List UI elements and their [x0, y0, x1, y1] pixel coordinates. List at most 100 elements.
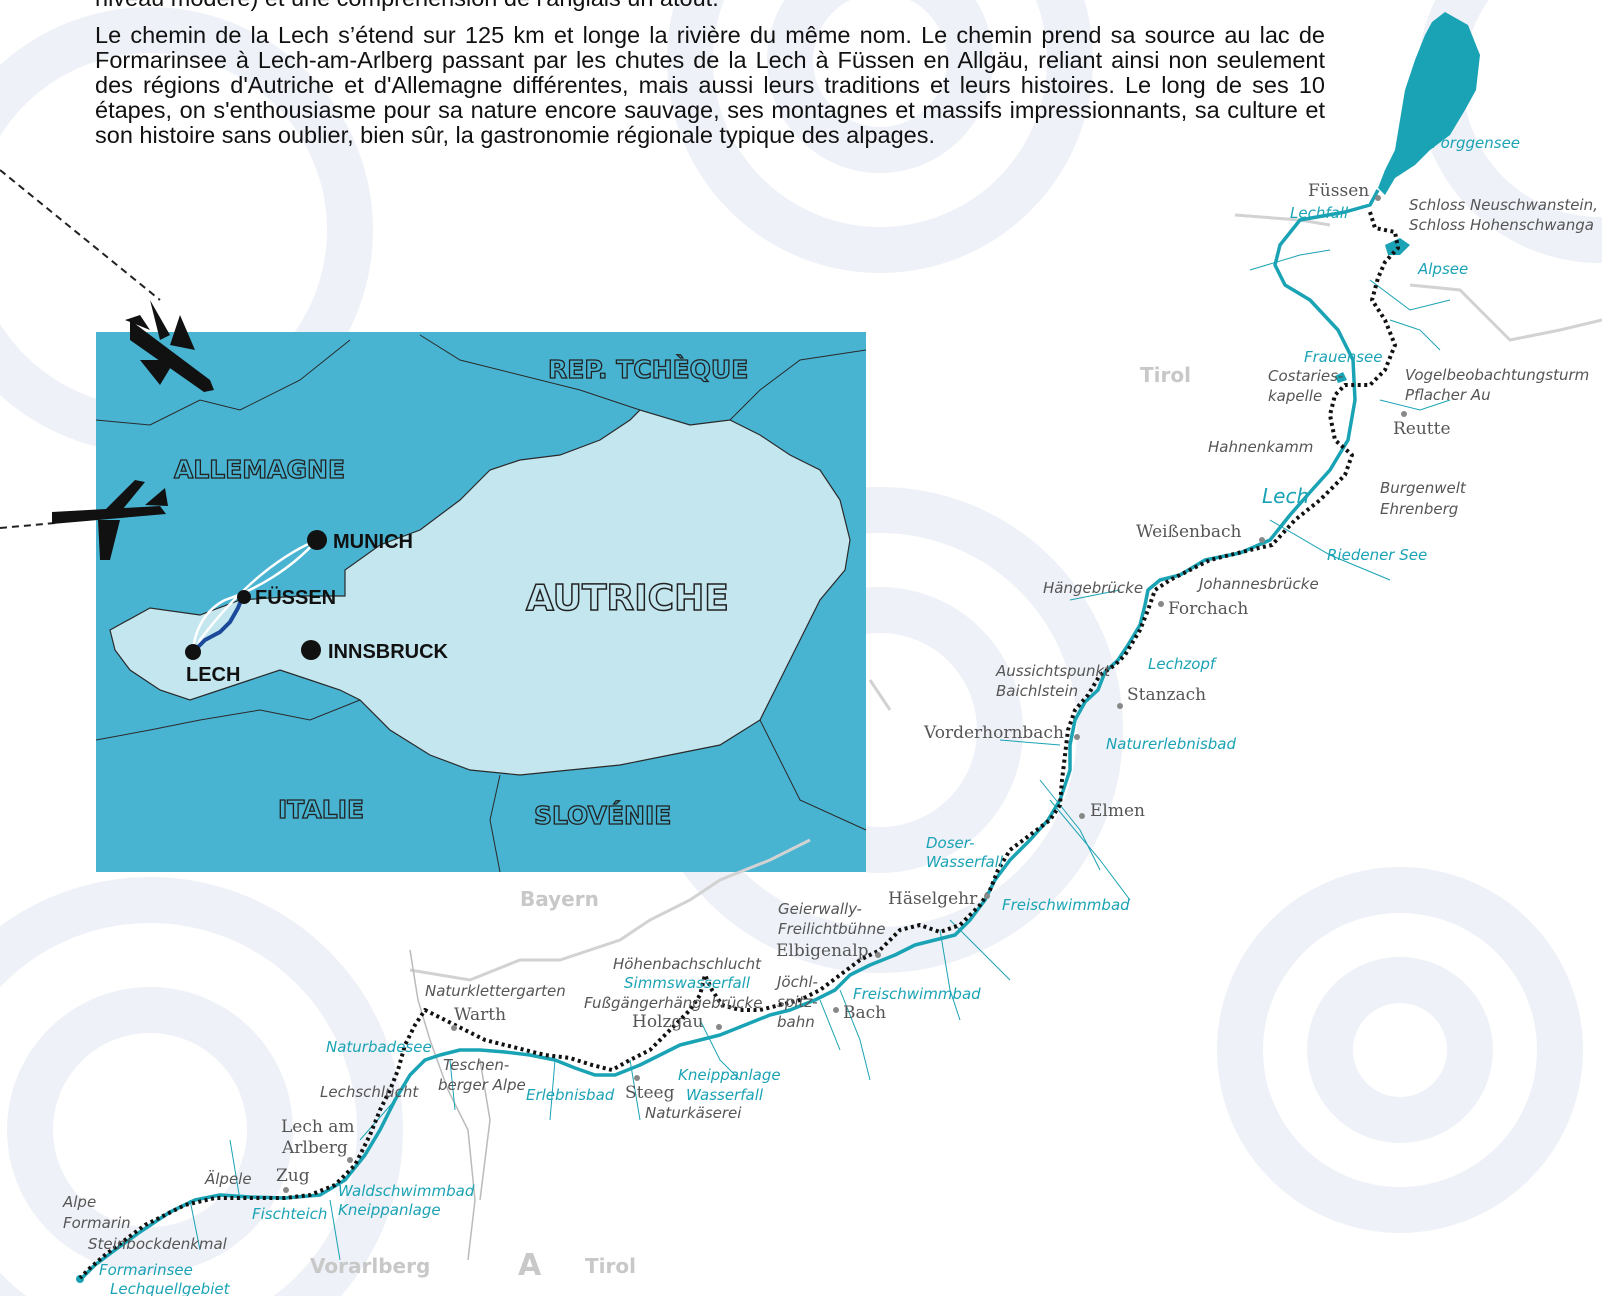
town-dot [1117, 703, 1123, 709]
swirl [1217, 867, 1583, 1233]
region-a: A [518, 1248, 542, 1283]
inset-dot-lech [185, 644, 201, 660]
town-haselgehr: Häselgehr [888, 889, 978, 909]
water-formarinsee: Formarinsee [99, 1261, 193, 1279]
tributary [1049, 799, 1131, 901]
tributary [839, 989, 871, 1081]
swirl [1307, 957, 1493, 1143]
poi-lechschlucht: Lechschlucht [320, 1083, 419, 1101]
inset-border [95, 339, 351, 426]
poi-aelpele: Älpele [204, 1169, 252, 1188]
poi-joechl-3: bahn [777, 1013, 815, 1031]
poi-fussgaenger: Fußgängerhängebrücke [584, 994, 762, 1012]
water-erlebnisbad: Erlebnisbad [526, 1086, 615, 1104]
tributary [699, 1019, 741, 1081]
tributary [1269, 519, 1391, 581]
town-vorderhornbach: Vorderhornbach [923, 723, 1064, 743]
poi-hoehenbach: Höhenbachschlucht [613, 955, 762, 973]
water-lechquell: Lechquellgebiet [110, 1280, 231, 1296]
town-fussen: Füssen [1308, 181, 1369, 201]
inset-dot-munich [307, 530, 327, 550]
poi-steinbock: Steinbockdenkmal [88, 1235, 228, 1253]
border-line [1409, 283, 1602, 342]
town-elmen: Elmen [1090, 801, 1145, 821]
airplane-icon-1 [125, 300, 214, 392]
tributary [329, 1199, 341, 1261]
poi-costaries-1: Costaries- [1268, 367, 1343, 385]
town-dot [1259, 537, 1265, 543]
tributary [359, 1099, 396, 1141]
lechweg-trail [78, 211, 1400, 1280]
lake-forggensee [1378, 12, 1480, 195]
water-simms: Simmswasserfall [624, 974, 751, 992]
town-bach: Bach [843, 1003, 886, 1023]
border-line [868, 679, 892, 711]
poi-johannesbruecke: Johannesbrücke [1196, 575, 1319, 593]
inset-road [191, 539, 318, 651]
town-forchach: Forchach [1168, 599, 1248, 619]
tributary [189, 1199, 201, 1251]
border-line [409, 949, 476, 1261]
town-dot [716, 1024, 722, 1030]
tributary [1369, 279, 1451, 311]
region-bayern: Bayern [520, 887, 599, 911]
inset-city-lech: LECH [186, 664, 240, 686]
water-naturbadesee: Naturbadesee [326, 1038, 432, 1056]
poi-burgenwelt-2: Ehrenberg [1380, 500, 1458, 518]
town-dot [875, 952, 881, 958]
poi-joechl-1: Jöchl- [774, 973, 818, 991]
inset-austria-shape [109, 409, 851, 776]
lech-river [80, 189, 1380, 1280]
poi-teschen-1: Teschen- [443, 1056, 509, 1074]
inset-dot-innsbruck [301, 640, 321, 660]
water-doser-2: Wasserfall [926, 853, 1004, 871]
water-fischteich: Fischteich [252, 1205, 327, 1223]
town-zug: Zug [276, 1166, 310, 1186]
airplane-icon-2 [52, 480, 168, 560]
tributary [1389, 319, 1441, 351]
town-holzgau: Holzgau [632, 1012, 703, 1032]
town-steeg: Steeg [625, 1083, 675, 1103]
town-dot [984, 893, 990, 899]
swirl [667, 0, 1093, 273]
inset-city-innsbruck: INNSBRUCK [328, 641, 449, 663]
town-dot [451, 1025, 457, 1031]
water-lechzopf: Lechzopf [1148, 655, 1218, 673]
inset-dot-fussen [237, 590, 251, 604]
border-line [409, 838, 811, 982]
town-dot [1074, 734, 1080, 740]
lake-alpsee [1385, 238, 1410, 255]
inset-label-italy: ITALIE [278, 795, 364, 824]
water-kneipp-1: Kneippanlage [678, 1066, 781, 1084]
inset-border [95, 699, 361, 741]
town-dot [1079, 813, 1085, 819]
lake-frauensee [1335, 372, 1347, 383]
town-dot [1401, 411, 1407, 417]
inset-city-munich: MUNICH [333, 531, 413, 553]
water-lechfall: Lechfall [1290, 204, 1349, 222]
poi-hahnenkamm: Hahnenkamm [1208, 438, 1313, 456]
water-doser-1: Doser- [926, 834, 975, 852]
water-wasserfall: Wasserfall [686, 1086, 764, 1104]
water-waldschwimm: Waldschwimmbad [338, 1182, 475, 1200]
town-stanzach: Stanzach [1127, 685, 1206, 705]
poi-pflacher: Pflacher Au [1405, 386, 1491, 404]
town-weissenbach: Weißenbach [1136, 522, 1241, 542]
tributary [819, 999, 841, 1051]
poi-aussicht-1: Aussichtspunkt [995, 662, 1111, 680]
water-naturerlebnisbad: Naturerlebnisbad [1106, 735, 1236, 753]
intro-paragraph-1: niveau modéré) et une compréhension de l… [95, 0, 1325, 11]
region-tirol-north: Tirol [1140, 363, 1191, 387]
poi-joechl-2: spitz- [777, 993, 818, 1011]
tributary [999, 739, 1061, 746]
inset-road [193, 538, 318, 656]
water-forggensee: Forggensee [1432, 134, 1520, 152]
inset-border [759, 719, 867, 831]
inset-label-germany: ALLEMAGNE [174, 455, 345, 484]
tributary [1069, 589, 1121, 601]
water-riedener: Riedener See [1327, 546, 1427, 564]
town-dot [1158, 601, 1164, 607]
poi-schloss-1: Schloss Neuschwanstein, [1409, 196, 1598, 214]
water-alpsee: Alpsee [1417, 260, 1468, 278]
